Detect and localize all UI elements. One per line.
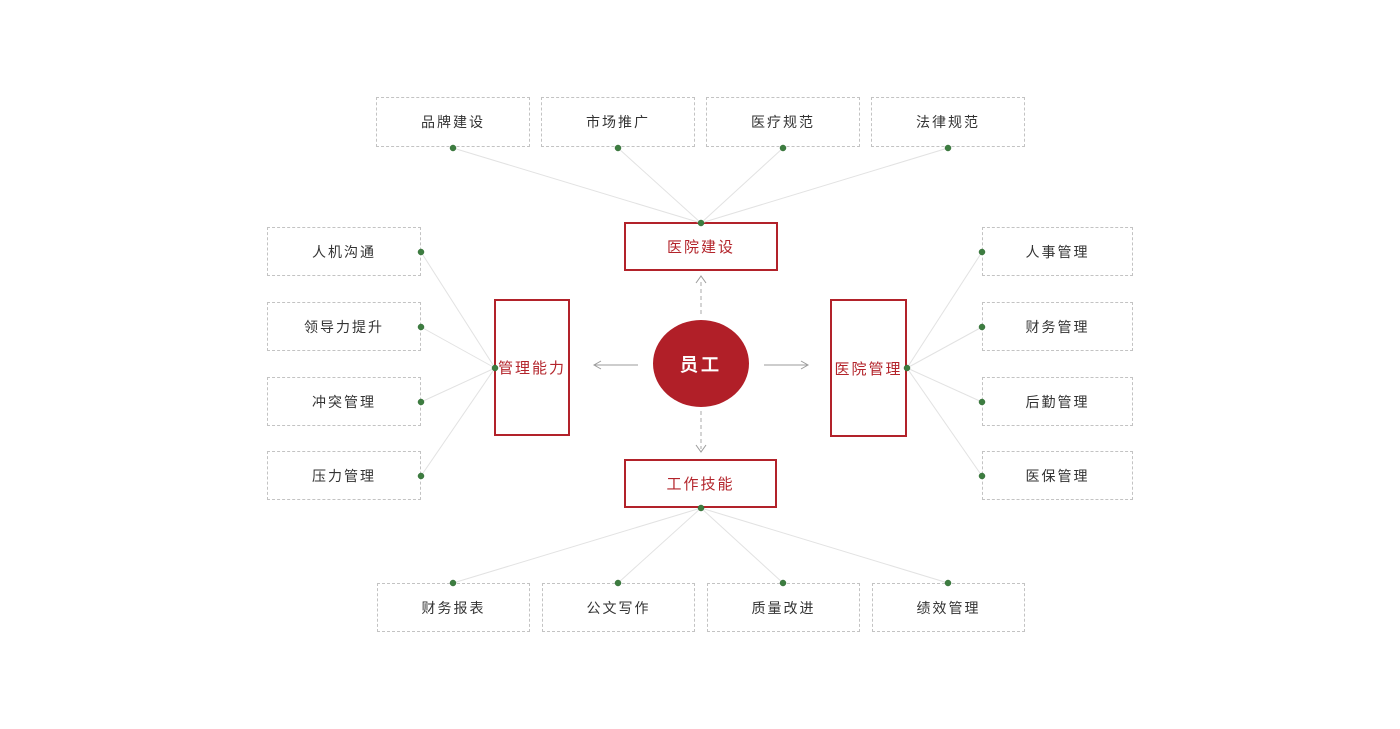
- branch-node-hospital-management: 医院管理: [830, 299, 907, 437]
- leaf-label: 人机沟通: [312, 243, 376, 260]
- connector-lines-right: [906, 251, 983, 477]
- leaf-node-interpersonal-communication: 人机沟通: [267, 227, 421, 276]
- leaf-node-brand-building: 品牌建设: [376, 97, 530, 147]
- arrow-right-solid: [764, 360, 810, 370]
- branch-label: 医院管理: [834, 360, 903, 378]
- leaf-node-medical-standards: 医疗规范: [706, 97, 860, 147]
- leaf-node-insurance-management: 医保管理: [982, 451, 1133, 500]
- leaf-label: 压力管理: [312, 467, 376, 484]
- branch-label: 管理能力: [497, 360, 566, 377]
- leaf-node-legal-standards: 法律规范: [871, 97, 1025, 147]
- branch-label: 工作技能: [666, 476, 735, 493]
- arrow-down-dashed: [695, 411, 707, 453]
- branch-label: 医院建设: [666, 239, 735, 256]
- leaf-label: 财务报表: [421, 599, 486, 616]
- leaf-node-quality-improvement: 质量改进: [707, 583, 860, 632]
- branch-node-work-skills: 工作技能: [624, 459, 777, 508]
- leaf-node-performance-management: 绩效管理: [872, 583, 1025, 632]
- leaf-label: 人事管理: [1025, 243, 1090, 260]
- leaf-node-hr-management: 人事管理: [982, 227, 1133, 276]
- branch-node-hospital-construction: 医院建设: [624, 222, 778, 271]
- leaf-node-stress-management: 压力管理: [267, 451, 421, 500]
- leaf-label: 医保管理: [1025, 467, 1090, 484]
- leaf-label: 质量改进: [751, 599, 816, 616]
- leaf-label: 财务管理: [1025, 318, 1090, 335]
- leaf-label: 品牌建设: [421, 114, 485, 130]
- leaf-label: 后勤管理: [1025, 393, 1090, 410]
- center-node-employee: 员工: [653, 320, 749, 407]
- connector-lines-top: [452, 147, 949, 224]
- leaf-label: 法律规范: [916, 114, 980, 130]
- leaf-label: 公文写作: [586, 599, 651, 616]
- leaf-node-finance-management: 财务管理: [982, 302, 1133, 351]
- connector-lines-left: [420, 251, 496, 477]
- branch-node-management-ability: 管理能力: [494, 299, 570, 436]
- leaf-node-leadership: 领导力提升: [267, 302, 421, 351]
- leaf-label: 冲突管理: [312, 393, 376, 410]
- arrow-left-solid: [592, 360, 638, 370]
- arrow-up-dashed: [695, 275, 707, 314]
- center-label: 员工: [680, 354, 722, 375]
- leaf-label: 医疗规范: [751, 114, 815, 130]
- leaf-node-conflict-management: 冲突管理: [267, 377, 421, 426]
- leaf-label: 市场推广: [586, 114, 650, 130]
- leaf-node-document-writing: 公文写作: [542, 583, 695, 632]
- leaf-label: 绩效管理: [916, 599, 981, 616]
- leaf-node-logistics-management: 后勤管理: [982, 377, 1133, 426]
- leaf-label: 领导力提升: [304, 318, 384, 335]
- connector-lines-bottom: [452, 507, 949, 584]
- leaf-node-marketing: 市场推广: [541, 97, 695, 147]
- leaf-node-financial-reports: 财务报表: [377, 583, 530, 632]
